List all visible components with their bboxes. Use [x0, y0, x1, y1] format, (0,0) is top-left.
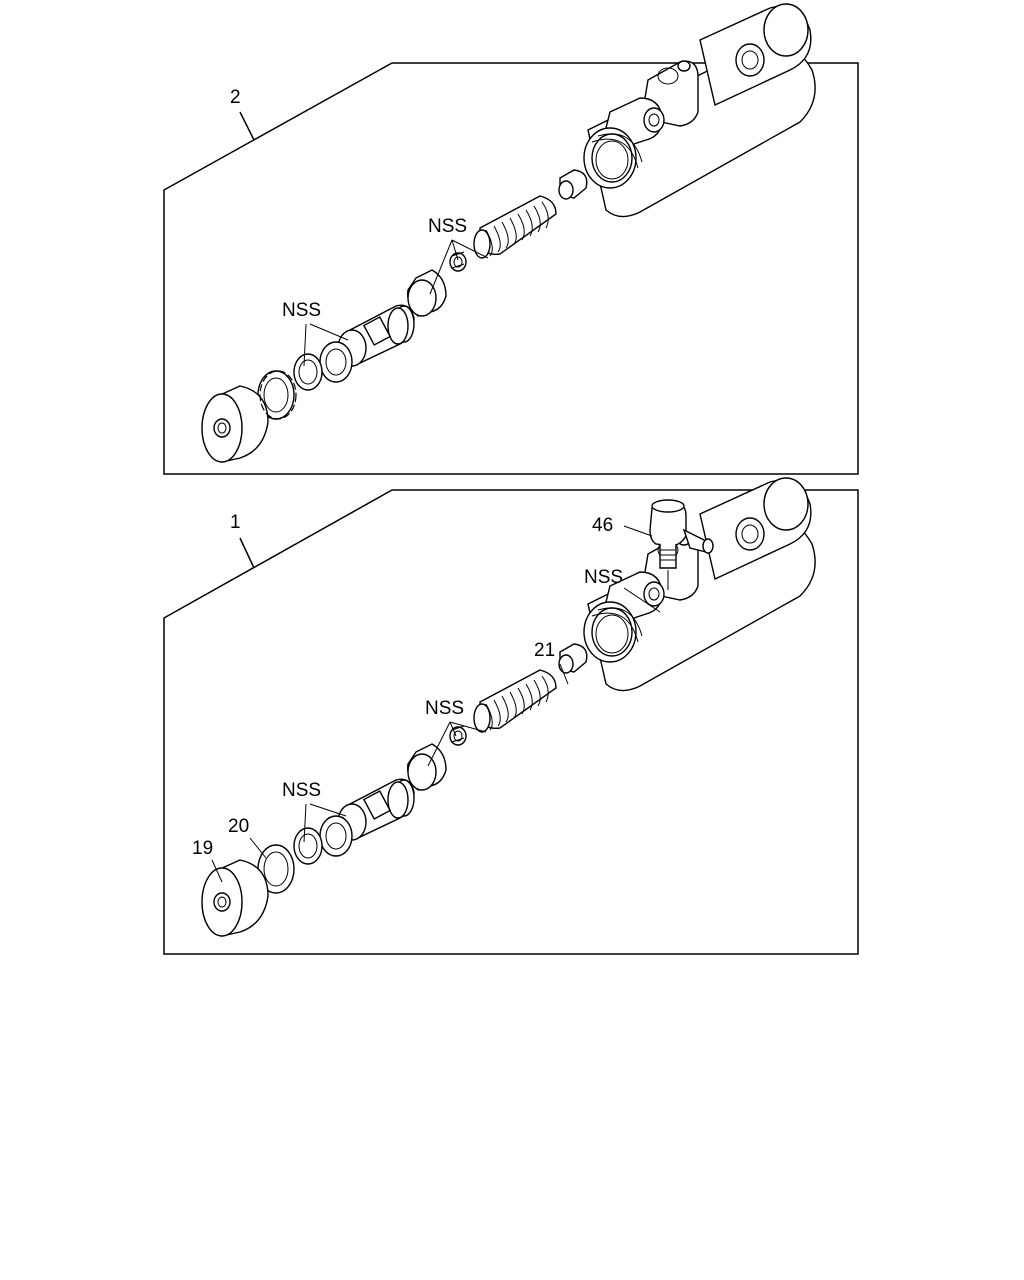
leader-line: [239, 537, 255, 569]
panel-number: 2: [230, 87, 241, 108]
callout-nss-left: NSS: [282, 780, 321, 801]
bleeder-fitting: [649, 499, 714, 590]
panel-frame: [163, 62, 859, 475]
callout-19: 19: [192, 838, 213, 859]
callout-nss-left: NSS: [282, 300, 321, 321]
callout-nss-top: NSS: [584, 567, 623, 588]
assembly-kit-2: [201, 3, 816, 463]
panel-number: 1: [230, 512, 241, 533]
assembly-kit-1: [201, 477, 816, 937]
callout-46: 46: [592, 515, 613, 536]
panel-kit-2: 2 NSS NSS: [163, 3, 859, 475]
callout-nss-mid: NSS: [425, 698, 464, 719]
panel-frame: [163, 489, 859, 955]
callout-nss-mid: NSS: [428, 216, 467, 237]
callout-20: 20: [228, 816, 249, 837]
nss-mid-leaders: [429, 239, 489, 295]
callout-21: 21: [534, 640, 555, 661]
nss-left-leaders: [303, 323, 349, 367]
panel-kit-1: 1 46 NSS 21 NSS NSS 20 19: [163, 477, 859, 955]
leader-line: [239, 111, 255, 141]
